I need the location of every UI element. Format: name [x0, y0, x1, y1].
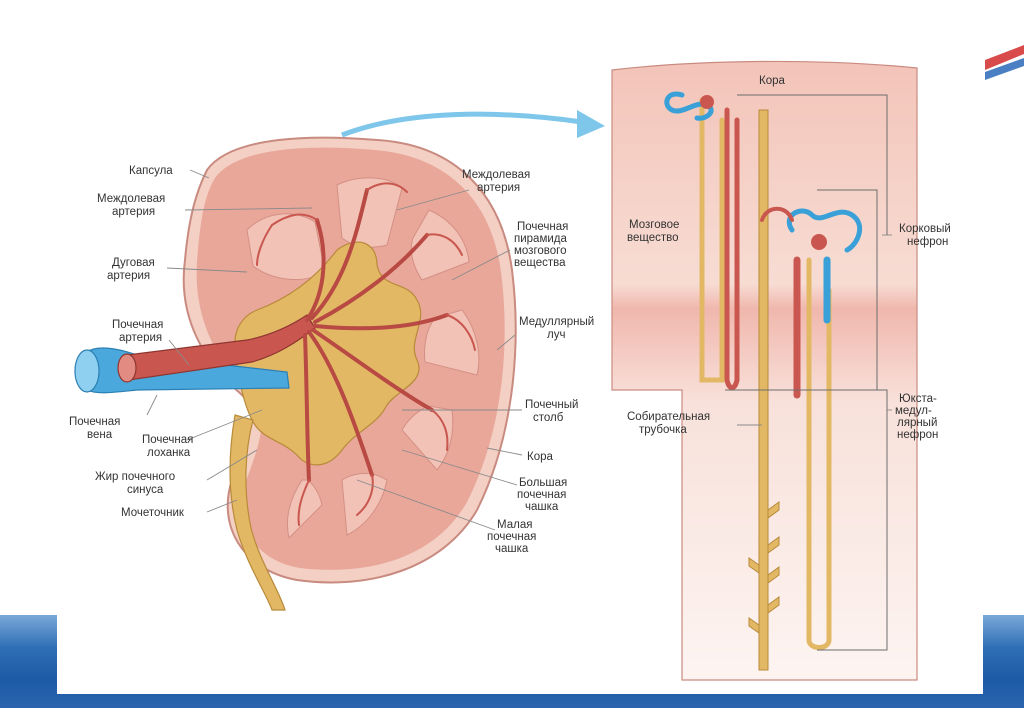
label-capsule: Капсула — [129, 165, 173, 177]
label-cortex-kidney: Кора — [527, 451, 553, 463]
zoom-arrow-head — [577, 110, 605, 138]
kidney-illustration — [74, 136, 517, 611]
label-cortex-nephron: Кора — [759, 75, 785, 87]
zoom-arrow — [341, 111, 583, 138]
arterial-branches — [303, 188, 449, 482]
nephron-brackets — [725, 94, 888, 651]
ureter — [229, 414, 286, 611]
label-ureter: Мочеточник — [121, 507, 185, 519]
arcuate-branches — [256, 182, 476, 526]
juxtamedullary-nephron — [760, 206, 863, 650]
renal-pelvis — [234, 241, 422, 466]
slide-corner-decoration — [985, 45, 1024, 80]
cortical-nephron — [664, 91, 740, 390]
nephron-illustration — [611, 60, 918, 681]
